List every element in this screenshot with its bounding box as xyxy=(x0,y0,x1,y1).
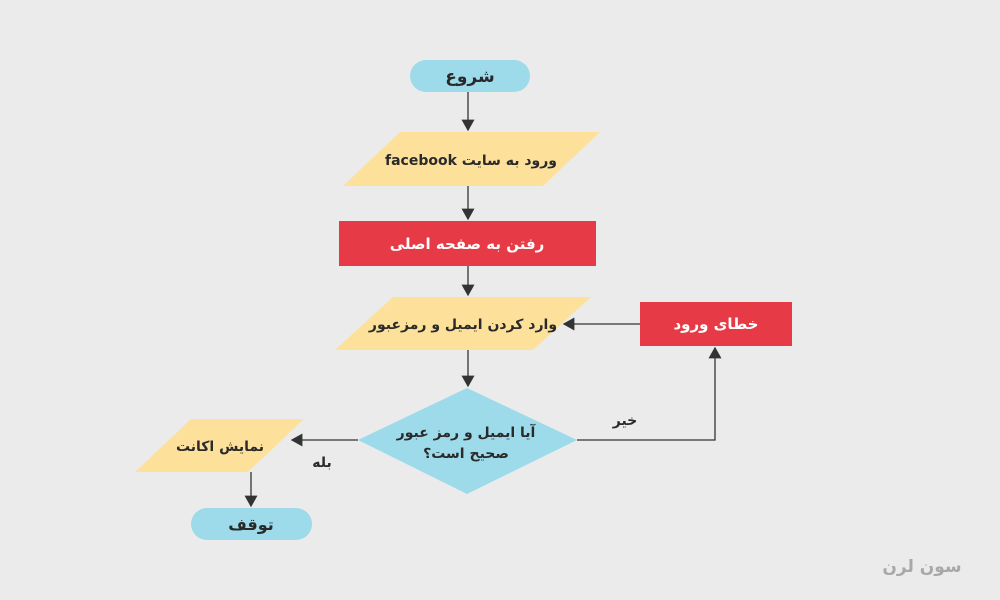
enter-credentials-label: وارد کردن ایمیل و رمزعبور xyxy=(368,317,557,333)
start-label: شروع xyxy=(445,67,494,87)
credentials-valid-decision: آیا ایمیل و رمز عبور صحیح است؟ xyxy=(358,388,577,494)
visit-site-io: ورود به سایت facebook xyxy=(343,132,600,186)
go-home-process: رفتن به صفحه اصلی xyxy=(339,221,596,266)
show-account-io: نمایش اکانت xyxy=(135,419,304,472)
start-terminal: شروع xyxy=(410,60,530,92)
show-account-label: نمایش اکانت xyxy=(176,439,264,455)
go-home-label: رفتن به صفحه اصلی xyxy=(390,235,545,253)
enter-credentials-io: وارد کردن ایمیل و رمزعبور xyxy=(335,297,591,350)
decision-label-line2: صحیح است؟ xyxy=(423,446,509,462)
arrow-decision-no-to-error xyxy=(577,346,722,441)
login-error-process: خطای ورود xyxy=(640,302,792,346)
stop-terminal: توقف xyxy=(191,508,312,540)
sevenlearn-logo: سون لرن xyxy=(882,557,961,577)
decision-label-line1: آیا ایمیل و رمز عبور xyxy=(396,423,537,441)
yes-edge-label: بله xyxy=(312,455,331,471)
connectors xyxy=(244,92,722,508)
stop-label: توقف xyxy=(228,515,274,534)
login-error-label: خطای ورود xyxy=(673,315,758,333)
visit-site-label: ورود به سایت facebook xyxy=(385,153,557,169)
no-edge-label: خیر xyxy=(612,413,638,429)
